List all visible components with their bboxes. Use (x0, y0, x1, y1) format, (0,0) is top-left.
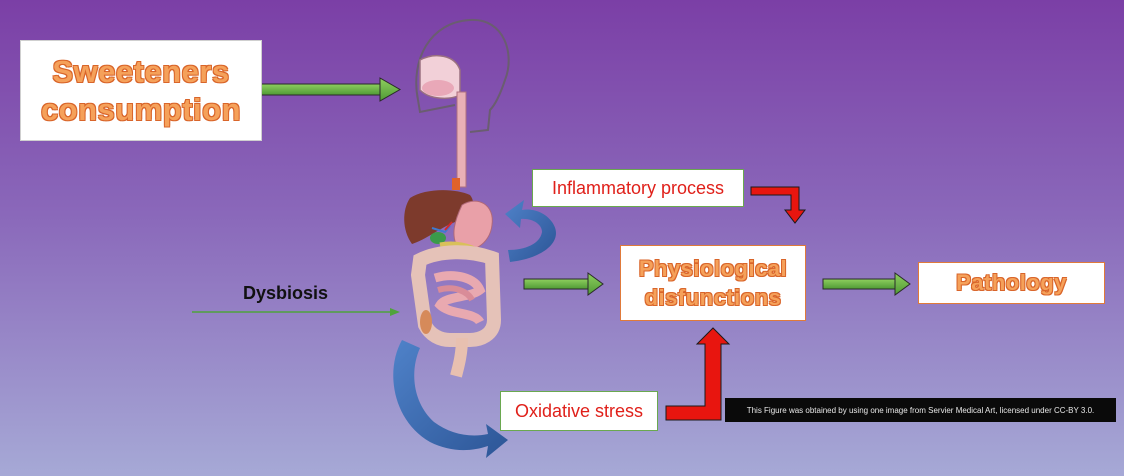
pathology-box: Pathology (918, 262, 1105, 304)
sweeteners-consumption-box: Sweeteners consumption (20, 40, 262, 141)
physio-line1: Physiological (638, 256, 788, 281)
physiological-disfunctions-box: Physiological disfunctions (620, 245, 806, 321)
oxidative-label: Oxidative stress (514, 400, 644, 421)
inflammatory-label: Inflammatory process (551, 177, 725, 198)
oxidative-stress-box: Oxidative stress (500, 391, 658, 431)
dysbiosis-label: Dysbiosis (243, 283, 329, 303)
curved-arrow-to-oxidative (393, 340, 508, 458)
digestive-system-illustration (404, 18, 510, 378)
arrow-inflammatory-to-physiological (750, 186, 807, 224)
arrow-sweeteners-to-mouth (260, 77, 402, 102)
arrow-oxidative-to-physiological (665, 327, 731, 421)
arrow-physiological-to-pathology (822, 272, 911, 296)
sweeteners-line2: consumption (40, 91, 242, 127)
inflammatory-process-box: Inflammatory process (532, 169, 744, 207)
arrow-gut-to-physiological (523, 272, 604, 296)
curved-arrow-to-inflammatory (505, 200, 556, 262)
sweeteners-line1: Sweeteners (52, 53, 230, 89)
arrow-dysbiosis-to-gut (192, 308, 400, 316)
image-credit: This Figure was obtained by using one im… (725, 398, 1116, 422)
pathology-label: Pathology (956, 270, 1067, 295)
physio-line2: disfunctions (644, 285, 782, 310)
